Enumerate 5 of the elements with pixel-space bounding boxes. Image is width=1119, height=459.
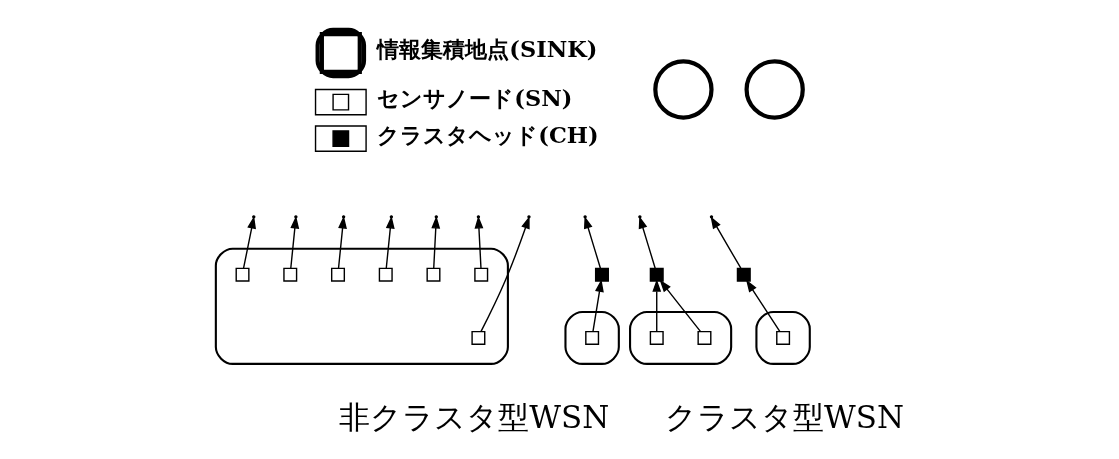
legend-label: 情報集積地点(SINK) xyxy=(377,35,598,62)
label: クラスタ型WSN xyxy=(665,398,904,435)
legend-label: センサノード(SN) xyxy=(377,85,573,112)
label: 非クラスタ型WSN xyxy=(339,398,610,435)
legend-label: クラスタヘッド(CH) xyxy=(377,121,599,148)
